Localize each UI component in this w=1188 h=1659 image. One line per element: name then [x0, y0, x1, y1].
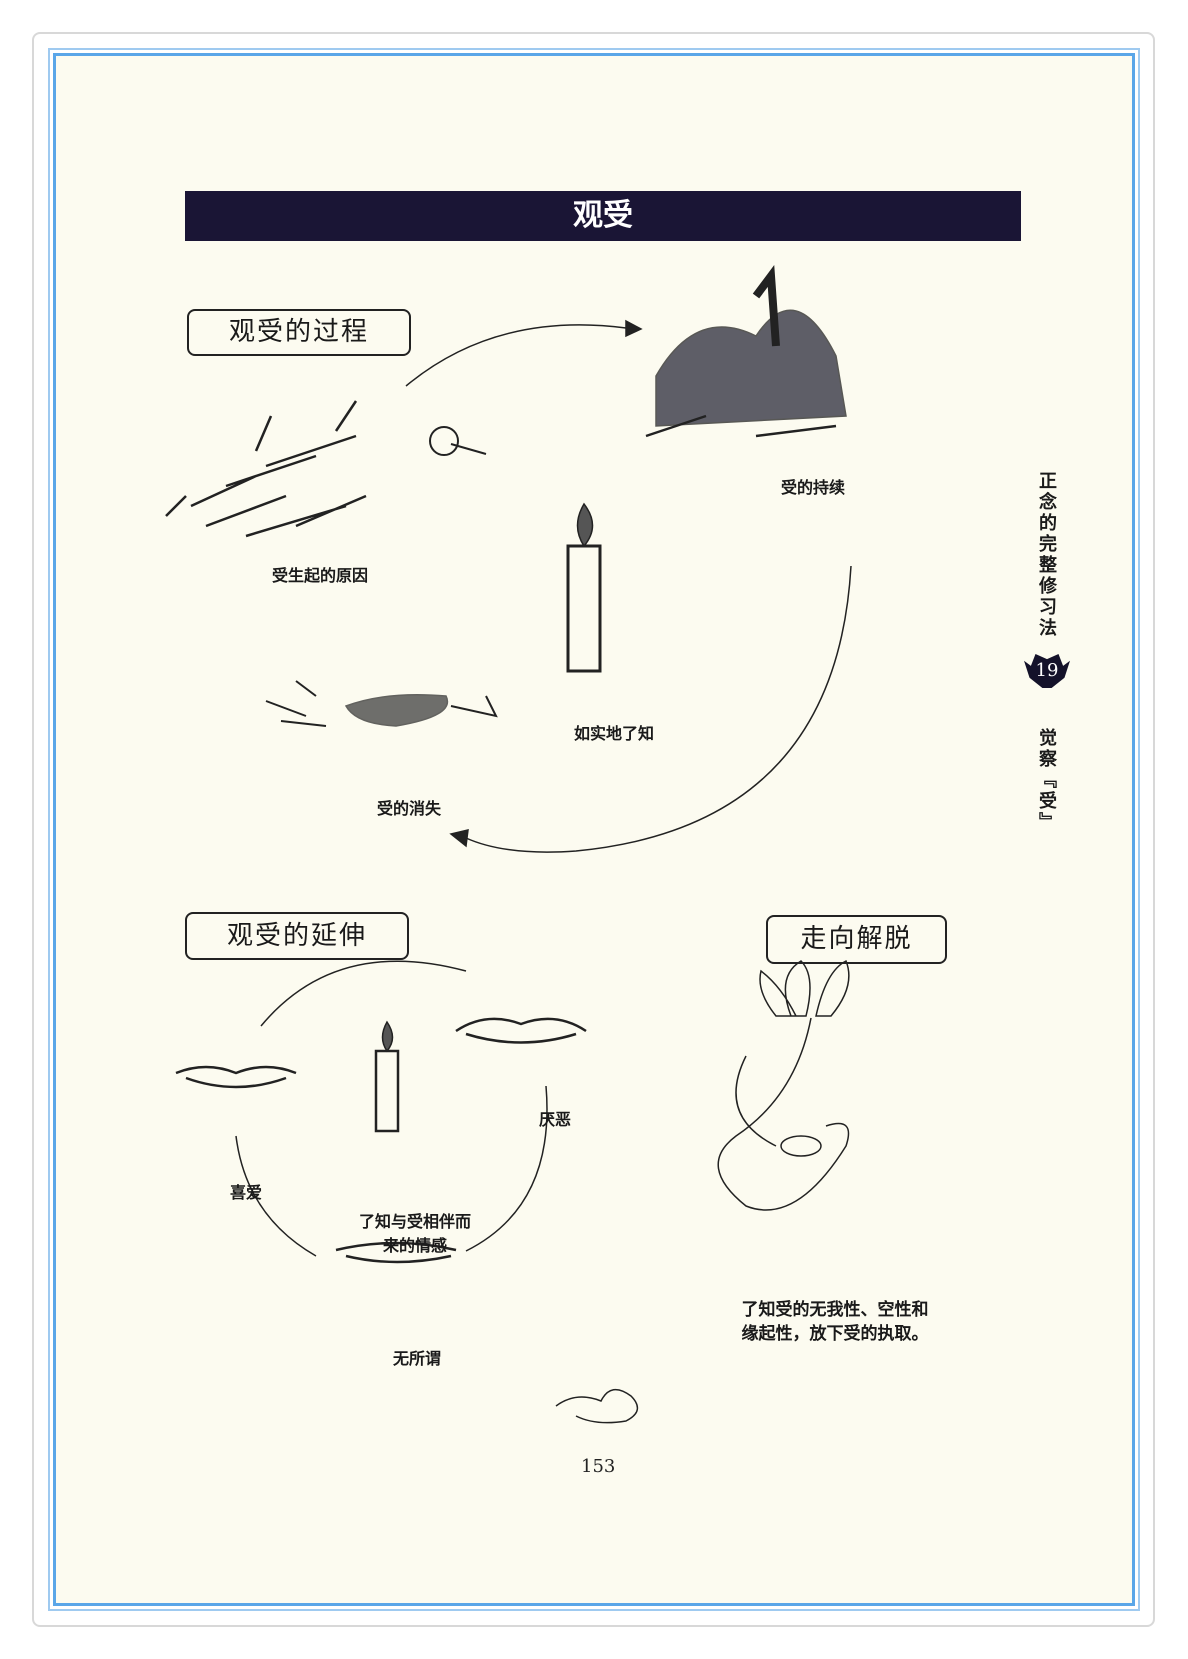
heading-process-text: 观受的过程 — [228, 317, 369, 347]
label-continue: 受的持续 — [780, 478, 846, 497]
burning-fire-illustration — [645, 265, 847, 438]
match-flame-illustration — [429, 426, 459, 456]
emotion-cycle — [260, 960, 467, 1027]
section-title: 觉察『受』 — [1036, 728, 1057, 833]
cloud-ornament-icon — [555, 1388, 639, 1424]
cycle-arrow-top — [405, 324, 627, 387]
cycle-arrow-bottom — [465, 565, 852, 853]
title-band: 观受 — [185, 191, 1021, 241]
lips-dislike-illustration — [455, 1017, 587, 1044]
heading-liberation: 走向解脱 — [766, 915, 947, 964]
label-dislike: 厌恶 — [538, 1110, 572, 1129]
liberation-caption: 了知受的无我性、空性和 缘起性，放下受的执取。 — [742, 1298, 929, 1346]
ash-illustration — [265, 680, 498, 727]
label-neutral: 无所谓 — [392, 1349, 442, 1368]
arrow-head-icon — [625, 319, 643, 338]
label-vanish: 受的消失 — [376, 799, 442, 818]
label-center-line2: 来的情感 — [382, 1236, 448, 1255]
caption-line1: 了知受的无我性、空性和 — [741, 1300, 929, 1320]
heading-process: 观受的过程 — [187, 309, 411, 356]
chapter-title: 正念的完整修习法 — [1036, 471, 1057, 639]
small-candle-illustration — [374, 1049, 400, 1133]
page-number: 153 — [581, 1456, 616, 1477]
heading-liberation-text: 走向解脱 — [800, 924, 913, 954]
label-like: 喜爱 — [229, 1183, 263, 1202]
lips-neutral-illustration — [335, 1241, 457, 1264]
caption-line2: 缘起性，放下受的执取。 — [741, 1324, 929, 1344]
heading-extension: 观受的延伸 — [185, 912, 409, 960]
candle-flame-icon — [576, 502, 594, 548]
heading-extension-text: 观受的延伸 — [226, 921, 367, 951]
label-cause: 受生起的原因 — [271, 566, 369, 585]
lips-like-illustration — [175, 1065, 297, 1089]
label-center: 了知与受相伴而 来的情感 — [359, 1210, 471, 1258]
arrow-head-icon — [449, 829, 469, 848]
label-center-line1: 了知与受相伴而 — [358, 1212, 472, 1231]
page-title: 观受 — [573, 198, 633, 233]
illustrations — [165, 265, 852, 1424]
firewood-illustration — [165, 400, 367, 538]
candle-illustration — [566, 544, 602, 673]
book-page: 观受 — [48, 48, 1140, 1611]
lotus-illustration — [717, 959, 850, 1211]
label-aware: 如实地了知 — [573, 724, 655, 743]
